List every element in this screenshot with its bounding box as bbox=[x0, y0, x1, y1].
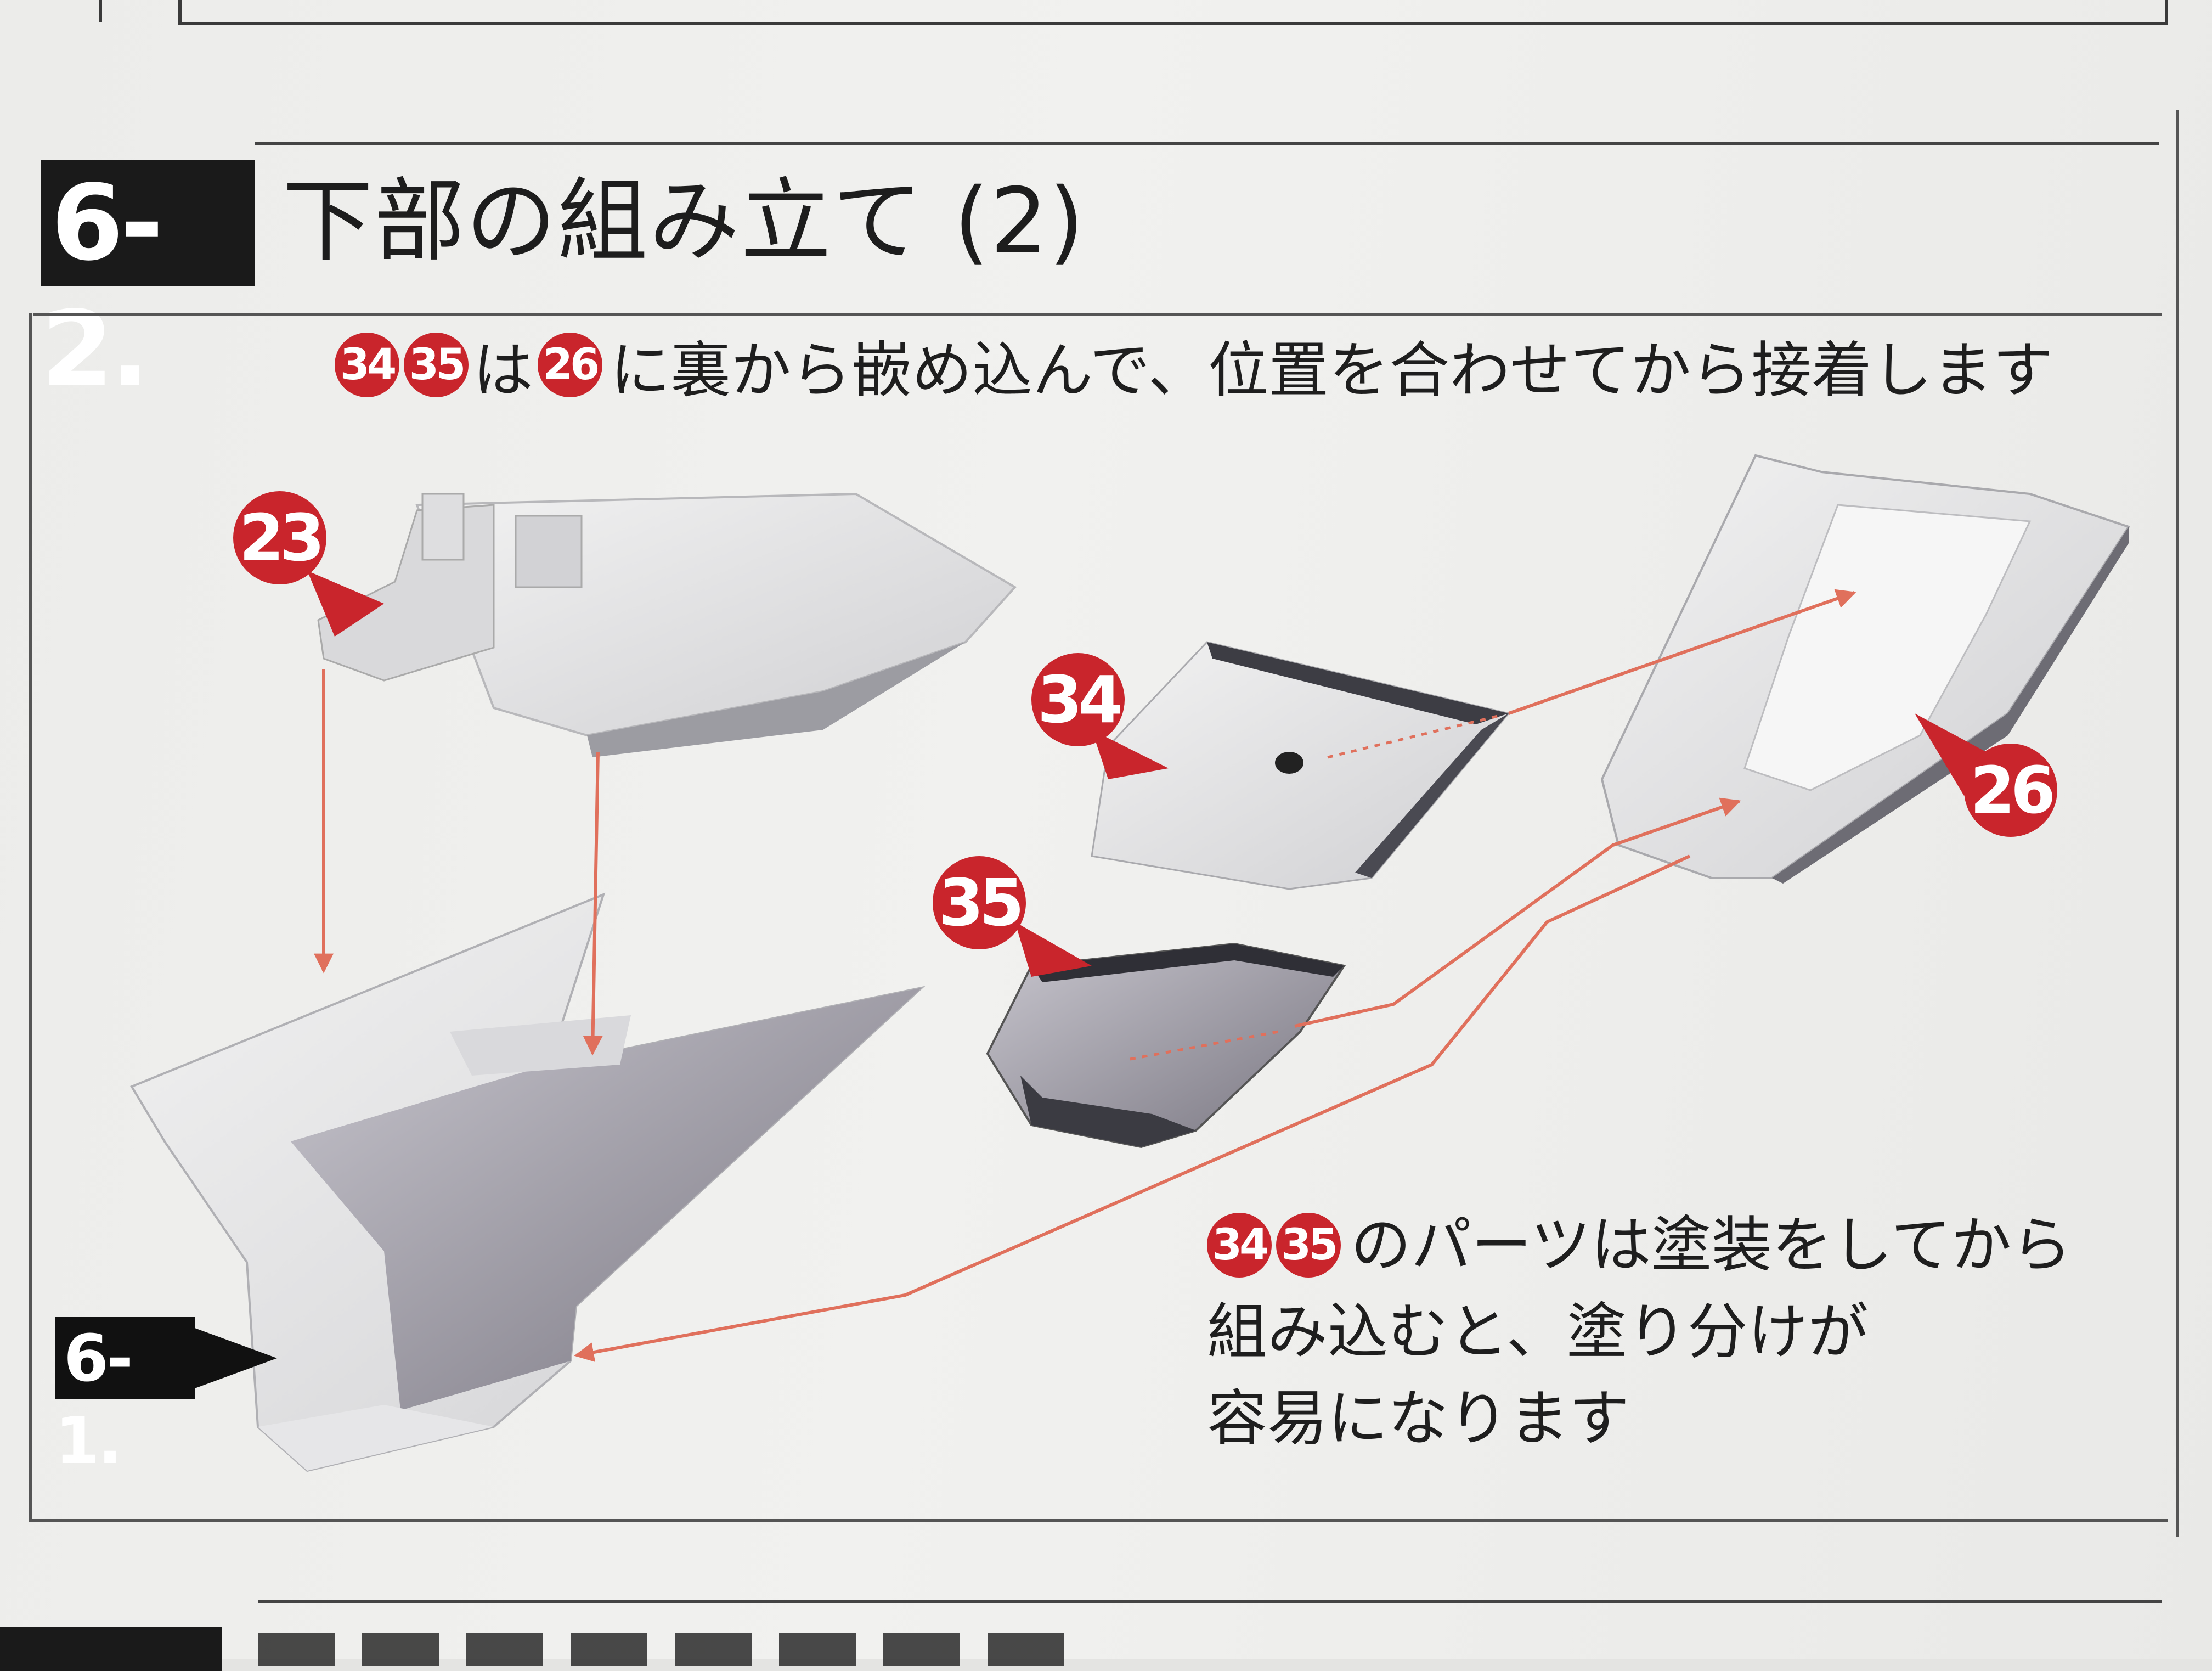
guide-dash-34 bbox=[1327, 714, 1498, 759]
reference-tag-pointer bbox=[195, 1328, 277, 1388]
previous-step-box bbox=[178, 0, 2168, 25]
part-34-illustration bbox=[1091, 641, 1510, 890]
next-step-title-cropped bbox=[258, 1633, 1081, 1666]
step-title: 下部の組み立て (2) bbox=[283, 168, 1086, 274]
callout-34: 34 bbox=[1031, 653, 1125, 746]
part-number-badge-26: 26 bbox=[538, 333, 602, 397]
part-35-illustration bbox=[986, 942, 1346, 1149]
callout-23: 23 bbox=[233, 491, 326, 584]
instruction-line: 34 35 は 26 に裏から嵌め込んで、位置を合わせてから接着します bbox=[335, 318, 2053, 412]
part-23-illustration bbox=[317, 492, 1017, 757]
note-line-1: 34 35 のパーツは塗装をしてから bbox=[1207, 1202, 2140, 1289]
next-step-badge bbox=[0, 1627, 222, 1671]
top-left-border bbox=[99, 0, 102, 22]
part-6-1-illustration bbox=[130, 892, 926, 1472]
callout-26: 26 bbox=[1964, 744, 2057, 837]
frame-bottom-border bbox=[29, 1519, 2168, 1522]
guide-dash-35 bbox=[1130, 1030, 1279, 1061]
frame-top-border bbox=[33, 313, 2162, 316]
frame-right-border bbox=[2176, 110, 2179, 1537]
arrow-35-to-26 bbox=[1294, 797, 1741, 1028]
instruction-text: に裏から嵌め込んで、位置を合わせてから接着します bbox=[610, 335, 2053, 406]
note-text-2: 組み込むと、塗り分けが bbox=[1207, 1297, 1869, 1367]
note-part-badge-35: 35 bbox=[1276, 1213, 1341, 1278]
painting-note: 34 35 のパーツは塗装をしてから 組み込むと、塗り分けが 容易になります bbox=[1207, 1202, 2140, 1462]
part-26-illustration bbox=[1600, 454, 2131, 884]
reference-tag-6-1: 6-1. bbox=[55, 1317, 195, 1478]
note-text-1: のパーツは塗装をしてから bbox=[1351, 1210, 2072, 1280]
arrow-23-to-6-1-right bbox=[583, 751, 603, 1056]
callout-23-pointer bbox=[307, 571, 384, 637]
part-number-badge-35: 35 bbox=[404, 333, 469, 397]
arrow-26-to-6-1 bbox=[574, 854, 1691, 1362]
frame-left-border bbox=[29, 313, 32, 1520]
callout-35-pointer bbox=[1015, 922, 1092, 977]
step-number-badge: 6-2. bbox=[41, 160, 255, 410]
callout-34-pointer bbox=[1092, 730, 1169, 779]
part-number-badge-34: 34 bbox=[335, 333, 399, 397]
next-step-rule bbox=[258, 1600, 2162, 1603]
header-rule bbox=[255, 142, 2159, 145]
callout-35: 35 bbox=[933, 856, 1026, 949]
instruction-joiner: は bbox=[473, 335, 533, 406]
arrow-34-to-26 bbox=[1508, 589, 1857, 715]
note-part-badge-34: 34 bbox=[1207, 1213, 1272, 1278]
note-text-3: 容易になります bbox=[1207, 1383, 1629, 1454]
